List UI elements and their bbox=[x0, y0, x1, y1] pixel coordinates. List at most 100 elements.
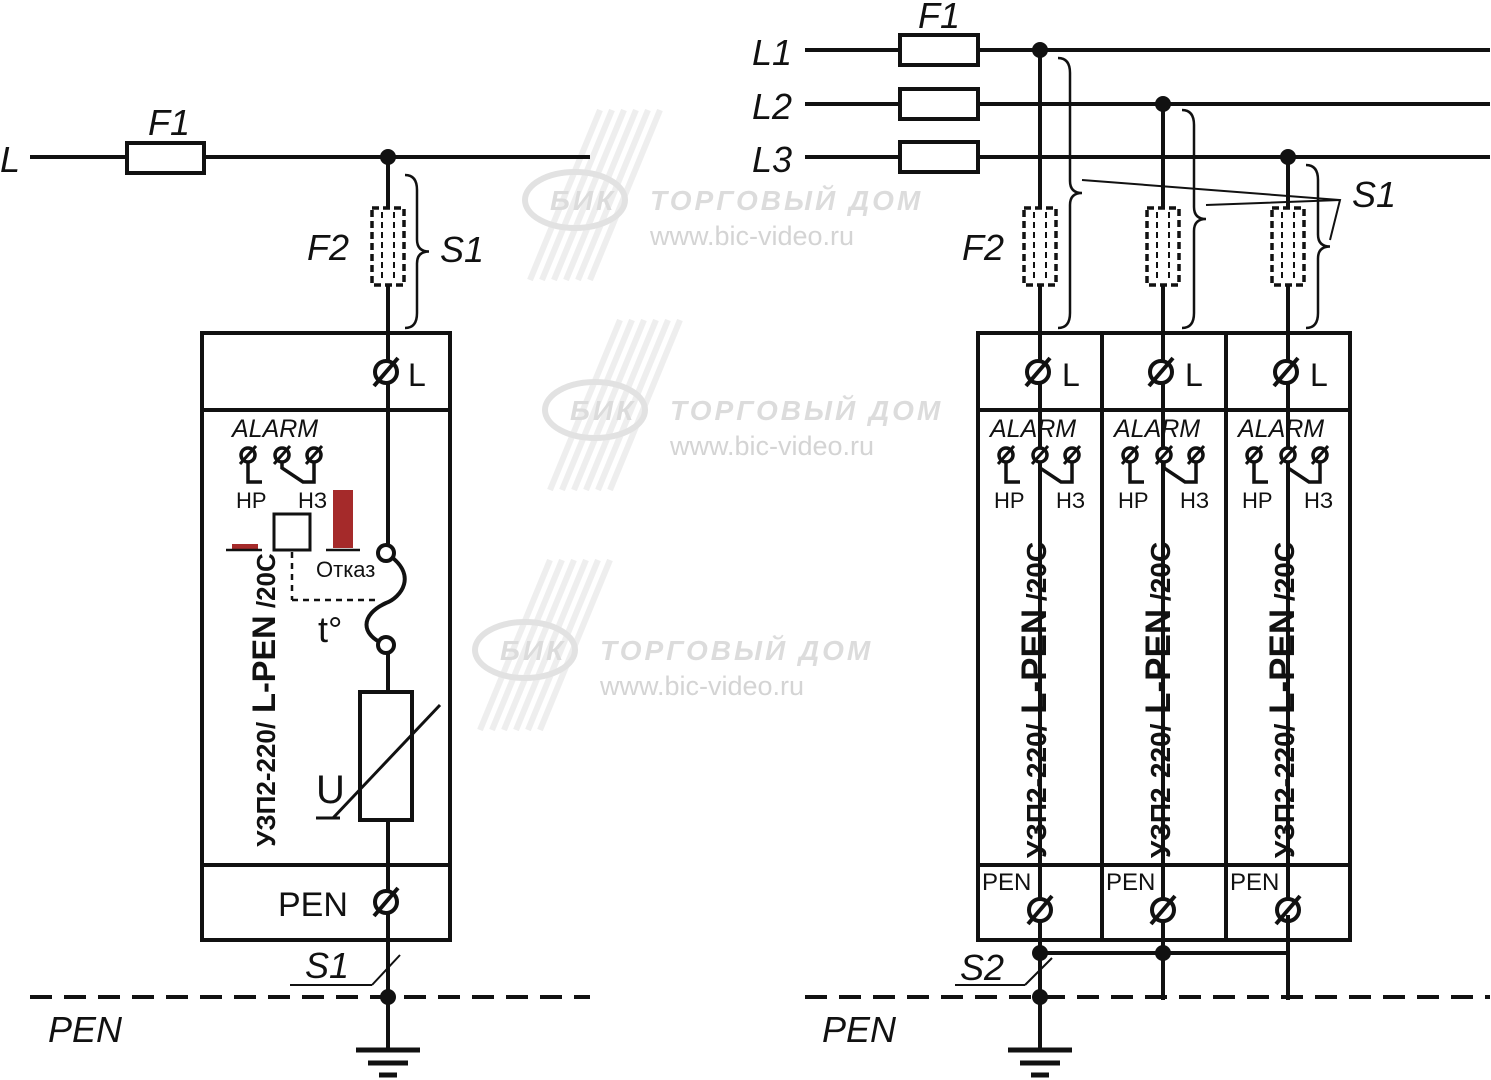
no-label: НР bbox=[236, 488, 267, 513]
watermark-logo-icon bbox=[542, 379, 648, 441]
alarm-terminal-icon bbox=[1278, 445, 1298, 465]
junction-dot bbox=[1032, 989, 1048, 1005]
fault-label: Отказ bbox=[316, 557, 375, 582]
watermark: БИК ТОРГОВЫЙ ДОМ www.bic-video.ru bbox=[522, 108, 923, 282]
pen-bus-label: PEN bbox=[822, 1009, 897, 1050]
watermark-company: ТОРГОВЫЙ ДОМ bbox=[650, 184, 923, 216]
model-suffix: /20C bbox=[1145, 542, 1176, 609]
terminal-slash bbox=[1062, 445, 1082, 465]
fuse1-label: F1 bbox=[918, 0, 960, 36]
watermark-stripe bbox=[527, 108, 603, 282]
model-suffix: /20C bbox=[1269, 542, 1300, 609]
watermark-stripe bbox=[571, 318, 647, 492]
nc-contact bbox=[1286, 462, 1322, 484]
junction-dot bbox=[1032, 945, 1048, 961]
junction-dot bbox=[1155, 945, 1171, 961]
varistor-diagonal bbox=[331, 703, 442, 820]
watermark-stripe bbox=[525, 558, 601, 732]
screw-terminal-icon bbox=[1274, 894, 1302, 926]
terminal-l-label: L bbox=[408, 357, 426, 393]
fuse-f1 bbox=[898, 87, 980, 121]
alarm-terminal-icon bbox=[1310, 445, 1330, 465]
alarm-terminal-icon bbox=[304, 445, 324, 465]
thermal-contact bbox=[376, 635, 396, 655]
screw-terminal-icon bbox=[372, 886, 400, 918]
watermark-logo-icon bbox=[472, 619, 578, 681]
terminal-pen-label: PEN bbox=[1106, 869, 1155, 896]
spd-module bbox=[200, 331, 452, 942]
model-label: УЗП2-220/ L-PEN /20C bbox=[1139, 542, 1178, 858]
nc-label: НЗ bbox=[1304, 488, 1333, 513]
thermal-label: t° bbox=[318, 609, 342, 650]
ground-icon bbox=[356, 1000, 420, 1078]
terminal-slash bbox=[1186, 445, 1206, 465]
terminal-slash bbox=[1026, 894, 1054, 926]
model-type: L-PEN bbox=[1139, 609, 1178, 724]
indicator-fault bbox=[333, 490, 353, 548]
watermark-stripe bbox=[547, 318, 623, 492]
model-label: УЗП2-220/ L-PEN /20C bbox=[1263, 542, 1302, 858]
model-prefix: УЗП2-220/ bbox=[1021, 723, 1052, 858]
nc-label: НЗ bbox=[1056, 488, 1085, 513]
model-type: L-PEN bbox=[1015, 609, 1054, 724]
fuse-f2-dashed bbox=[1145, 206, 1181, 287]
nc-label: НЗ bbox=[298, 488, 327, 513]
model-prefix: УЗП2-220/ bbox=[1145, 723, 1176, 858]
terminal-slash bbox=[1024, 356, 1052, 388]
watermark-stripe bbox=[575, 108, 651, 282]
model-prefix: УЗП2-220/ bbox=[251, 722, 281, 847]
model-type: L-PEN bbox=[246, 615, 282, 722]
terminal-slash bbox=[1278, 445, 1298, 465]
nc-label: НЗ bbox=[1180, 488, 1209, 513]
alarm-terminal-icon bbox=[1030, 445, 1050, 465]
alarm-terminal-icon bbox=[272, 445, 292, 465]
switch-s2-label: S2 bbox=[960, 947, 1004, 988]
watermark-stripe bbox=[501, 558, 577, 732]
terminal-l-label: L bbox=[1062, 357, 1080, 393]
alarm-label: ALARM bbox=[988, 415, 1076, 443]
alarm-terminal-icon bbox=[1186, 445, 1206, 465]
watermark-stripe bbox=[513, 558, 589, 732]
alarm-terminal-icon bbox=[1062, 445, 1082, 465]
screw-terminal-icon bbox=[372, 356, 400, 388]
switch-brace bbox=[1305, 163, 1331, 330]
model-label: УЗП2-220/ L-PEN /20C bbox=[246, 553, 282, 847]
varistor-label: U bbox=[316, 768, 345, 812]
watermark-stripe bbox=[539, 108, 615, 282]
watermark-stripe bbox=[563, 108, 639, 282]
screw-terminal-icon bbox=[1272, 356, 1300, 388]
screw-terminal-icon bbox=[1024, 356, 1052, 388]
model-label: УЗП2-220/ L-PEN /20C bbox=[1015, 542, 1054, 858]
no-label: НР bbox=[1118, 488, 1149, 513]
watermark-brand: БИК bbox=[570, 395, 636, 426]
line-label-L2: L2 bbox=[752, 86, 792, 127]
indicator-normal bbox=[232, 544, 258, 550]
terminal-slash bbox=[1272, 356, 1300, 388]
junction-dot bbox=[1155, 96, 1171, 112]
watermark-stripe bbox=[477, 558, 553, 732]
alarm-label: ALARM bbox=[1112, 415, 1200, 443]
watermark-url: www.bic-video.ru bbox=[649, 221, 854, 251]
switch-s1-label: S1 bbox=[1352, 174, 1396, 215]
terminal-slash bbox=[1310, 445, 1330, 465]
terminal-slash bbox=[1244, 445, 1264, 465]
watermark-url: www.bic-video.ru bbox=[669, 431, 874, 461]
watermark-brand: БИК bbox=[550, 185, 616, 216]
switch-s1-bottom-label: S1 bbox=[305, 945, 349, 986]
indicator-window bbox=[272, 512, 312, 552]
model-prefix: УЗП2-220/ bbox=[1269, 723, 1300, 858]
switch-brace bbox=[1057, 56, 1083, 330]
screw-terminal-icon bbox=[1149, 894, 1177, 926]
alarm-terminal-icon bbox=[238, 445, 258, 465]
terminal-slash bbox=[1274, 894, 1302, 926]
watermark-stripe bbox=[551, 108, 627, 282]
nc-contact bbox=[280, 462, 316, 484]
terminal-slash bbox=[238, 445, 258, 465]
terminal-slash bbox=[304, 445, 324, 465]
